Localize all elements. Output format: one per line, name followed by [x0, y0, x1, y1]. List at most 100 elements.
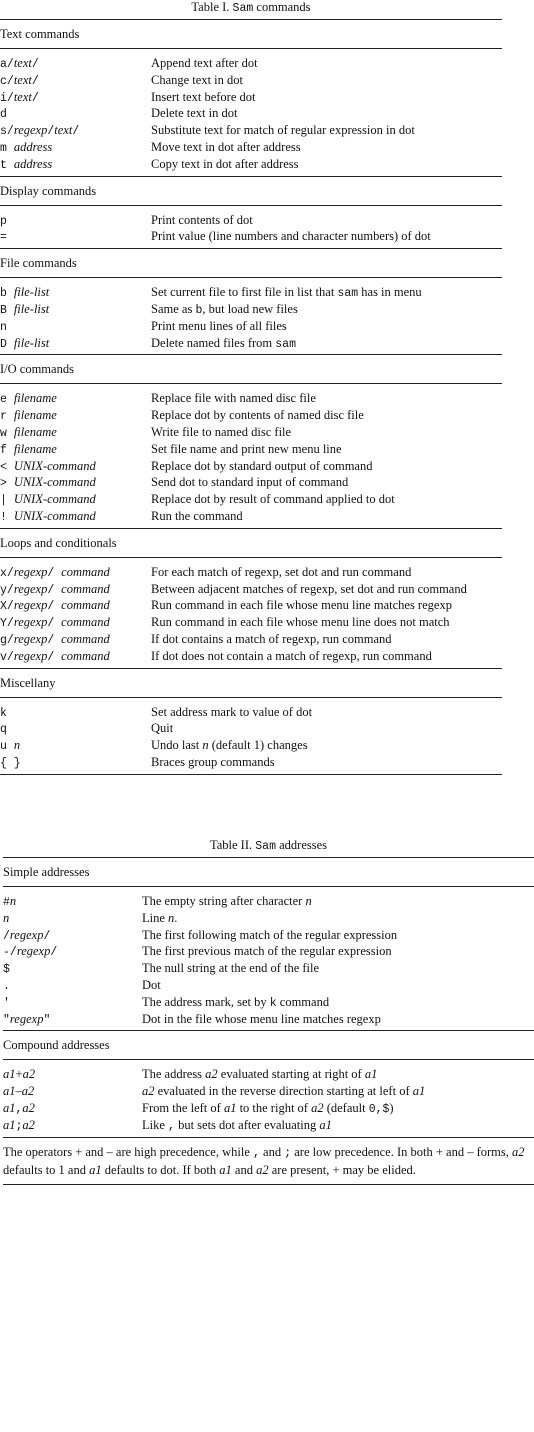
- command-cell: p: [0, 214, 7, 228]
- command-cell: ! UNIX-command: [0, 508, 96, 524]
- table-rule: [0, 175, 502, 177]
- description-cell: Print contents of dot: [151, 212, 253, 227]
- table-rule: [0, 667, 502, 669]
- table-row: X/regexp/ command Run command in each fil…: [0, 597, 502, 614]
- table-rule: [0, 48, 502, 49]
- table-row: e filename Replace file with named disc f…: [0, 390, 502, 407]
- description-cell: Delete text in dot: [151, 106, 238, 121]
- command-cell: X/regexp/ command: [0, 598, 110, 614]
- table-rule: [0, 248, 502, 250]
- table-rule: [3, 886, 534, 887]
- description-cell: Print value (line numbers and character …: [151, 229, 431, 244]
- description-cell: Delete named files from sam: [151, 335, 296, 351]
- table-rule: [3, 1030, 534, 1032]
- description-cell: Set address mark to value of dot: [151, 704, 313, 719]
- command-cell: a1–a2: [3, 1084, 35, 1099]
- command-cell: t address: [0, 156, 53, 172]
- table-rule: [0, 773, 502, 775]
- command-cell: g/regexp/ command: [0, 631, 110, 647]
- table-row: -/regexp/The first previous match of the…: [3, 943, 534, 960]
- section-title: Display commands: [0, 183, 97, 198]
- section-title: Text commands: [0, 27, 80, 41]
- description-cell: Run command in each file whose menu line…: [151, 598, 452, 613]
- description-cell: Copy text in dot after address: [151, 156, 299, 171]
- table-rule: [0, 527, 502, 529]
- description-cell: Quit: [151, 721, 174, 736]
- section-title: Compound addresses: [3, 1038, 110, 1053]
- description-cell: Same as b, but load new files: [151, 301, 298, 317]
- command-cell: v/regexp/ command: [0, 648, 110, 664]
- description-cell: The first following match of the regular…: [142, 927, 398, 942]
- section-title: I/O commands: [0, 362, 74, 377]
- table-row: > UNIX-command Send dot to standard input…: [0, 474, 502, 491]
- command-cell: s/regexp/text/: [0, 123, 80, 139]
- table-rule: [0, 204, 502, 206]
- table-rule: [3, 857, 534, 858]
- table-row: = Print value (line numbers and character…: [0, 228, 502, 245]
- table-rule: [0, 354, 502, 356]
- command-cell: #n: [3, 894, 17, 909]
- command-cell: "regexp": [3, 1011, 51, 1027]
- table-row: "regexp"Dot in the file whose menu line …: [3, 1011, 534, 1028]
- description-cell: Send dot to standard input of command: [151, 475, 349, 490]
- addresses-table: Table II. Sam addresses Simple addresses…: [3, 838, 534, 1185]
- section-rows: p Print contents of dot = Print value (line…: [0, 206, 502, 249]
- table-row: i/text/Insert text before dot: [0, 89, 502, 106]
- section-title: File commands: [0, 256, 77, 271]
- section-title: Simple addresses: [3, 865, 90, 879]
- command-cell: y/regexp/ command: [0, 581, 110, 597]
- description-cell: Set current file to first file in list t…: [151, 285, 422, 301]
- table-rule: [0, 383, 502, 385]
- command-cell: > UNIX-command: [0, 475, 96, 491]
- description-cell: Move text in dot after address: [151, 139, 301, 154]
- description-cell: Run command in each file whose menu line…: [151, 615, 450, 630]
- command-cell: n: [3, 910, 10, 925]
- table-row: p Print contents of dot: [0, 212, 502, 229]
- description-cell: Substitute text for match of regular exp…: [151, 123, 415, 138]
- command-cell: Y/regexp/ command: [0, 615, 110, 631]
- description-cell: From the left of a1 to the right of a2 (…: [142, 1100, 394, 1116]
- table-row: 'The address mark, set by k command: [3, 994, 534, 1011]
- table-row: m address Move text in dot after address: [0, 139, 502, 156]
- command-cell: =: [0, 231, 7, 245]
- command-cell: n: [0, 320, 7, 334]
- description-cell: Change text in dot: [151, 72, 243, 87]
- description-cell: The empty string after character n: [142, 894, 312, 908]
- description-cell: The null string at the end of the file: [142, 961, 320, 976]
- table-row: $The null string at the end of the file: [3, 960, 534, 977]
- command-cell: { }: [0, 756, 21, 770]
- command-cell: a1+a2: [3, 1067, 36, 1082]
- command-cell: e filename: [0, 391, 57, 407]
- command-cell: w filename: [0, 424, 57, 440]
- table-rule: [0, 277, 502, 279]
- description-cell: Replace file with named disc file: [151, 391, 316, 406]
- command-cell: ': [3, 996, 10, 1010]
- table-row: { }Braces group commands: [0, 754, 502, 771]
- command-cell: m address: [0, 139, 53, 155]
- command-cell: k: [0, 706, 7, 720]
- command-cell: -/regexp/: [3, 944, 58, 960]
- command-cell: B file-list: [0, 301, 50, 317]
- description-cell: Replace dot by result of command applied…: [151, 492, 395, 507]
- description-cell: Insert text before dot: [151, 89, 256, 104]
- section-title: Miscellany: [0, 675, 56, 690]
